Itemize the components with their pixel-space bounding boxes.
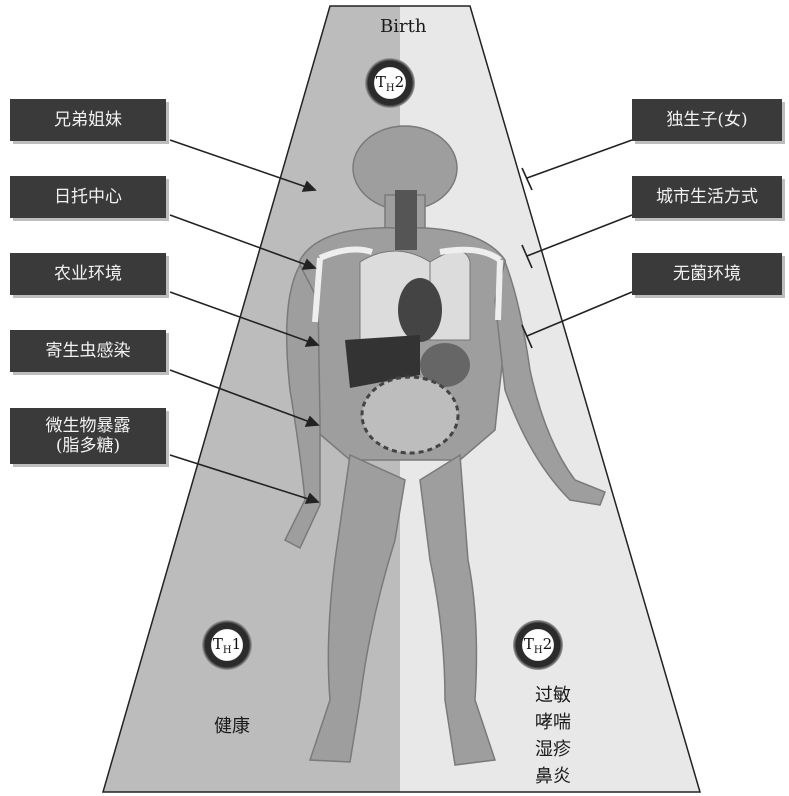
outcome-allergy-list: 过敏 哮喘 湿疹 鼻炎	[528, 682, 578, 790]
factor-box-urban: 城市生活方式	[632, 176, 782, 218]
cell-top-text: TH2	[376, 73, 404, 94]
th2-cell-right: TH2	[513, 620, 563, 670]
microbe-text: 微生物暴露(脂多糖)	[46, 416, 131, 456]
factor-box-farming: 农业环境	[10, 253, 166, 295]
factor-box-daycare: 日托中心	[10, 176, 166, 218]
factor-box-only-child: 独生子(女)	[632, 99, 782, 141]
birth-label: Birth	[380, 16, 426, 37]
factor-box-parasite: 寄生虫感染	[10, 330, 166, 372]
outcome-eczema: 湿疹	[528, 736, 578, 763]
outcome-healthy: 健康	[214, 712, 250, 738]
microbe-text-line: 微生物暴露	[46, 416, 131, 436]
microbe-text-line: (脂多糖)	[46, 436, 131, 456]
outcome-asthma: 哮喘	[528, 709, 578, 736]
factor-box-sterile: 无菌环境	[632, 253, 782, 295]
outcome-rhinitis: 鼻炎	[528, 763, 578, 790]
th2-cell-top: TH2	[365, 58, 415, 108]
cell-left-text: TH1	[213, 635, 241, 656]
th1-cell-left: TH1	[202, 620, 252, 670]
outcome-allergy: 过敏	[528, 682, 578, 709]
factor-box-siblings: 兄弟姐妹	[10, 99, 166, 141]
cell-right-text: TH2	[524, 635, 552, 656]
factor-box-microbe: 微生物暴露(脂多糖)	[10, 408, 166, 464]
